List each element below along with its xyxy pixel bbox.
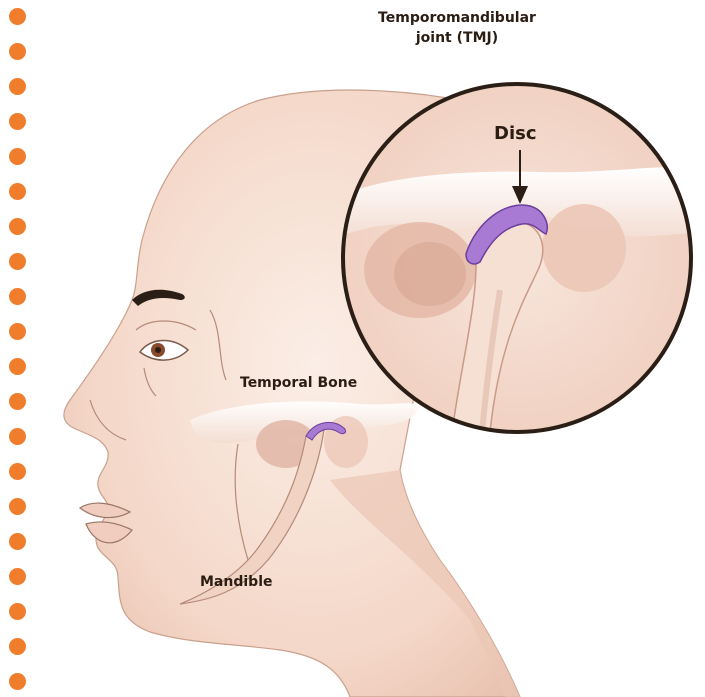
tmj-title: Temporomandibular joint (TMJ) [352,8,562,48]
disc-label: Disc [494,124,537,144]
tmj-title-line1: Temporomandibular [352,8,562,28]
mandible-label: Mandible [200,572,272,592]
temporal-bone-label: Temporal Bone [240,373,357,393]
tmj-title-line2: joint (TMJ) [352,28,562,48]
